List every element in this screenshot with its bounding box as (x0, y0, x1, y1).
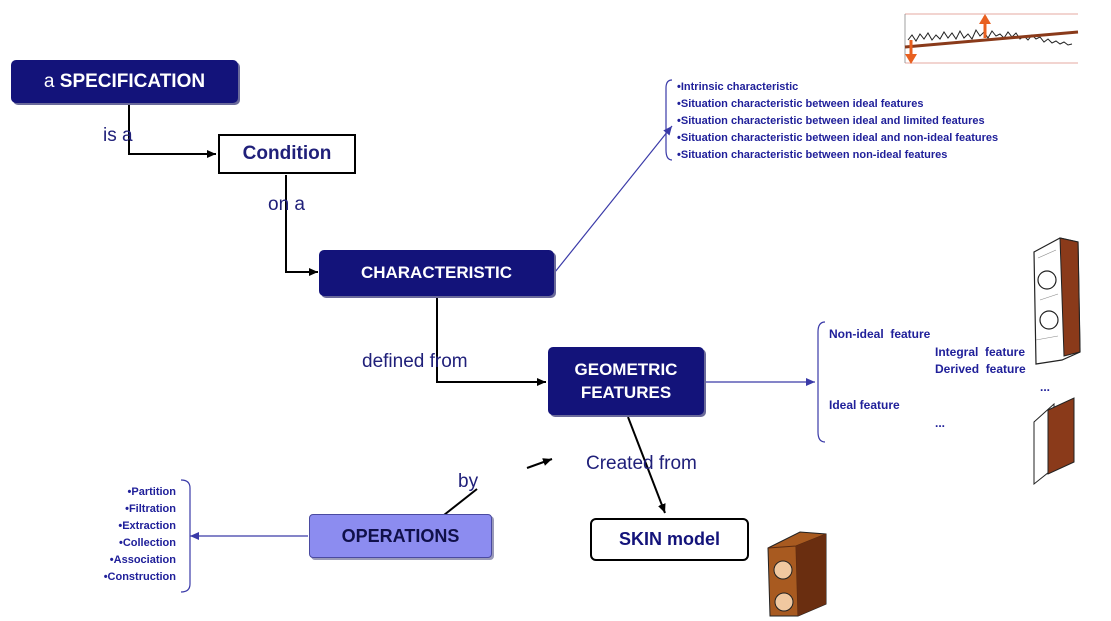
edge-created-from (627, 416, 666, 514)
characteristic-type-item: •Situation characteristic between ideal … (677, 132, 999, 144)
condition-label: Condition (242, 143, 332, 165)
geometric-features-line1: GEOMETRIC (574, 359, 678, 379)
feature-ellipsis-top: ... (1040, 380, 1051, 394)
edge-label-defined-from: defined from (362, 351, 468, 372)
characteristic-label: CHARACTERISTIC (360, 263, 513, 283)
non-ideal-part-illustration (1033, 237, 1081, 365)
feature-types-brace (817, 321, 826, 443)
edge-label-created-from: Created from (586, 453, 697, 474)
derived-feature-label: Derived feature (935, 362, 1026, 376)
edge-by (443, 488, 478, 516)
characteristic-type-item: •Situation characteristic between ideal … (677, 98, 924, 110)
edge-label-on-a: on a (268, 194, 305, 215)
characteristic-type-item: •Situation characteristic between ideal … (677, 115, 985, 127)
geometric-features-node: GEOMETRIC FEATURES (548, 347, 704, 415)
characteristic-node: CHARACTERISTIC (319, 250, 554, 296)
operation-type-item: •Filtration (125, 503, 176, 515)
operations-node: OPERATIONS (309, 514, 492, 558)
operations-label: OPERATIONS (341, 525, 460, 546)
skin-model-node: SKIN model (590, 518, 749, 561)
operation-types-brace (180, 479, 191, 593)
characteristic-types-list: •Intrinsic characteristic •Situation cha… (677, 79, 998, 164)
operation-types-list: •Partition •Filtration •Extraction •Coll… (60, 484, 176, 586)
operation-type-item: •Partition (127, 486, 176, 498)
specification-node: a SPECIFICATION (11, 60, 238, 103)
edge-to-characteristic-types (554, 125, 673, 273)
geometric-features-line2: FEATURES (580, 382, 672, 402)
operation-type-item: •Extraction (118, 520, 176, 532)
ideal-feature-illustration (1033, 397, 1075, 486)
specification-label: SPECIFICATION (59, 70, 206, 92)
edge-by-arrow (526, 458, 553, 469)
specification-prefix: a (43, 70, 60, 92)
feature-ellipsis-bottom: ... (935, 416, 946, 430)
skin-model-label: SKIN model (618, 529, 720, 550)
surface-profile-illustration (904, 13, 1079, 64)
edge-label-is-a: is a (103, 125, 133, 146)
edge-is-a (128, 104, 216, 158)
edge-label-by: by (458, 471, 479, 492)
characteristic-types-brace (665, 79, 673, 161)
operation-type-item: •Construction (103, 571, 176, 583)
characteristic-type-item: •Situation characteristic between non-id… (677, 149, 948, 161)
operation-type-item: •Collection (118, 537, 176, 549)
operation-type-item: •Association (109, 554, 176, 566)
integral-feature-label: Integral feature (935, 345, 1026, 359)
edge-on-a (285, 175, 318, 276)
skin-model-part-illustration (767, 531, 827, 617)
edge-defined-from (436, 297, 546, 386)
non-ideal-feature-label: Non-ideal feature (829, 327, 931, 341)
characteristic-type-item: •Intrinsic characteristic (677, 81, 799, 93)
ideal-feature-label: Ideal feature (829, 398, 900, 412)
condition-node: Condition (218, 134, 356, 174)
